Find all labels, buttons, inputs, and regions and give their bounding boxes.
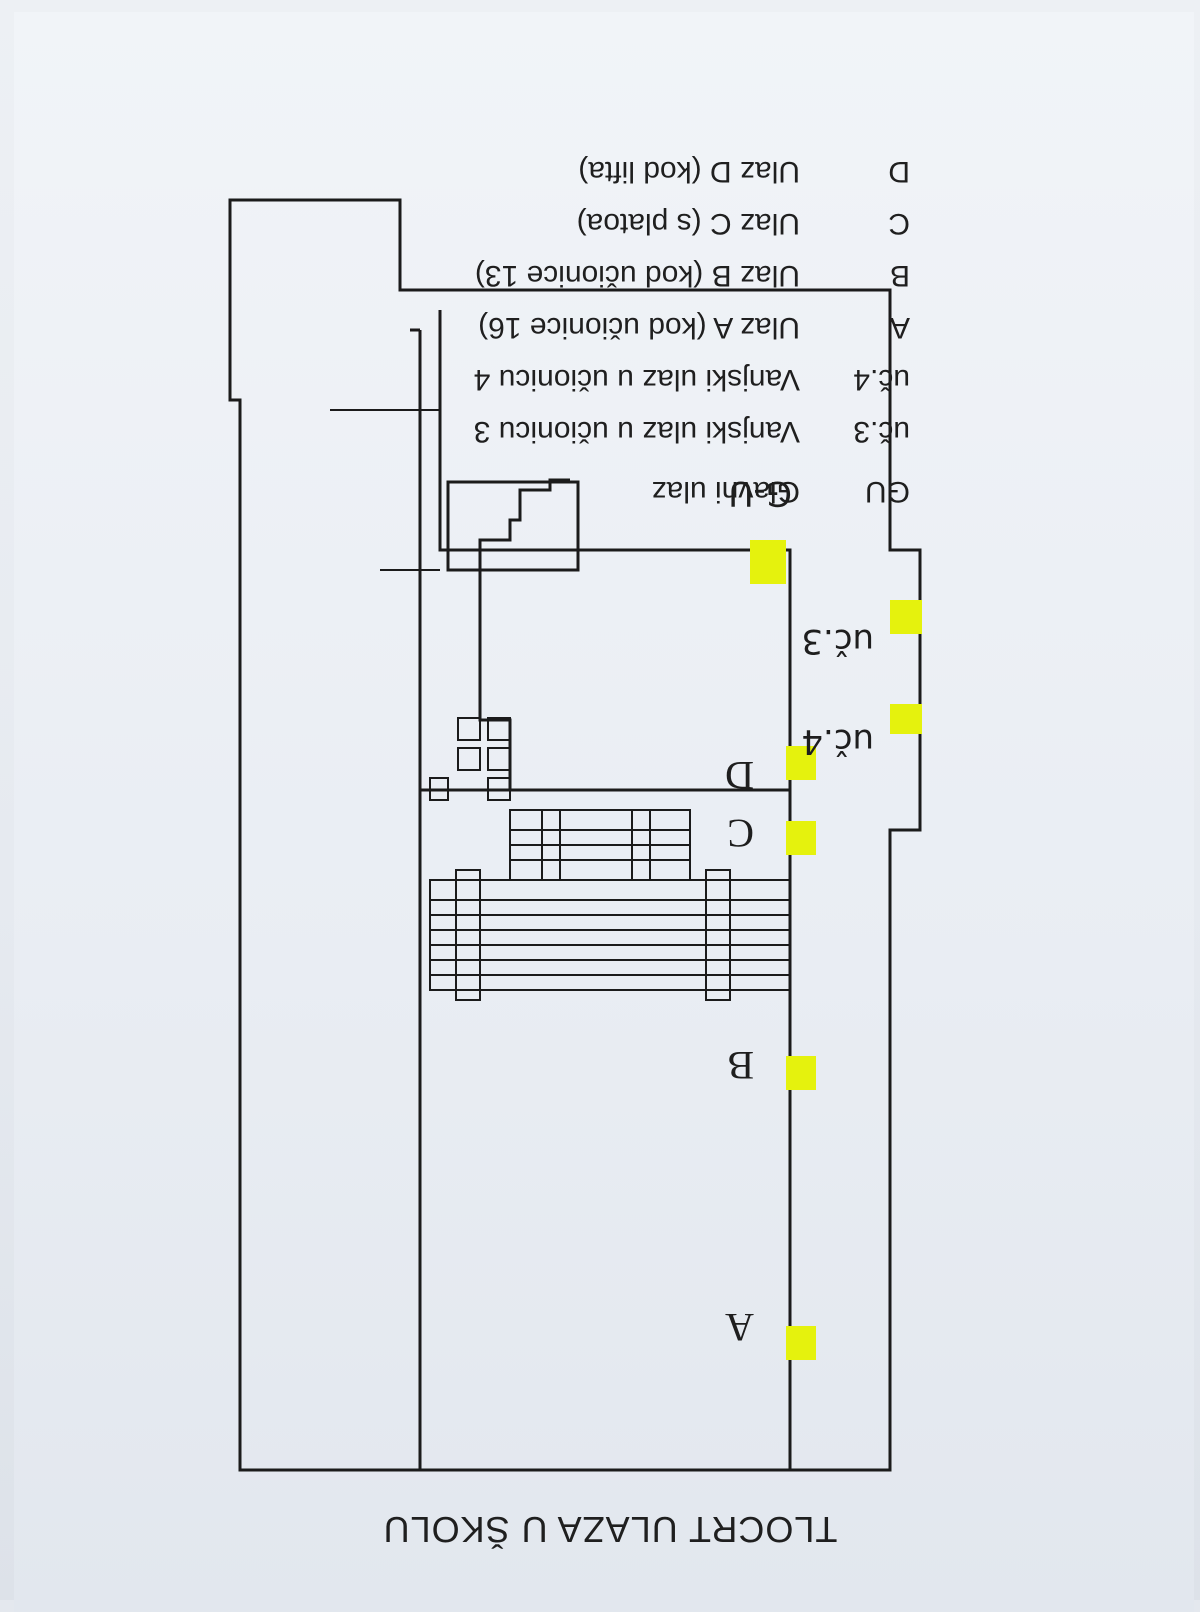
legend-code: B	[889, 259, 910, 292]
legend-code: uč.4	[853, 363, 910, 396]
entrance-c-marker	[786, 821, 816, 855]
entrance-d-marker	[786, 746, 816, 780]
stepped-block-outline	[478, 478, 570, 790]
stairs-upper	[509, 809, 691, 881]
legend-text: Vanjski ulaz u učionicu 4	[473, 363, 800, 396]
legend-text: Ulaz B (kod učionice 13)	[474, 259, 800, 292]
legend-text: Ulaz C (s platoa)	[576, 207, 800, 240]
label-uc3: uč.3	[801, 621, 874, 661]
legend-text: Ulaz A (kod učionice 16)	[478, 311, 800, 344]
legend-text: Vanjski ulaz u učionicu 3	[473, 415, 800, 448]
legend-text: Glavni ulaz	[651, 475, 800, 508]
label-entrance-a: A	[725, 1305, 754, 1350]
entrance-a-marker	[786, 1326, 816, 1360]
legend-code: A	[889, 311, 910, 344]
legend-code: GU	[865, 475, 910, 508]
label-entrance-b: B	[727, 1043, 754, 1088]
legend-code: D	[888, 155, 910, 188]
uc4-entrance-marker	[890, 704, 922, 734]
label-entrance-d: D	[725, 753, 754, 798]
label-uc4: uč.4	[801, 721, 874, 761]
lift-squares	[429, 717, 511, 801]
uc3-entrance-marker	[890, 600, 922, 634]
paper-sheet	[14, 12, 1194, 1612]
legend-text: Ulaz D (kod lifta)	[578, 155, 800, 188]
legend-code: uč.3	[853, 415, 910, 448]
main-entrance-marker	[750, 540, 786, 584]
label-entrance-c: C	[727, 811, 754, 856]
main-entrance-annex	[446, 480, 580, 572]
stairs-lower	[429, 869, 791, 1001]
building-outline	[228, 198, 922, 1472]
label-main-entrance: G-U	[728, 473, 792, 513]
entrance-b-marker	[786, 1056, 816, 1090]
central-block-outline	[438, 310, 792, 790]
legend-code: C	[888, 207, 910, 240]
